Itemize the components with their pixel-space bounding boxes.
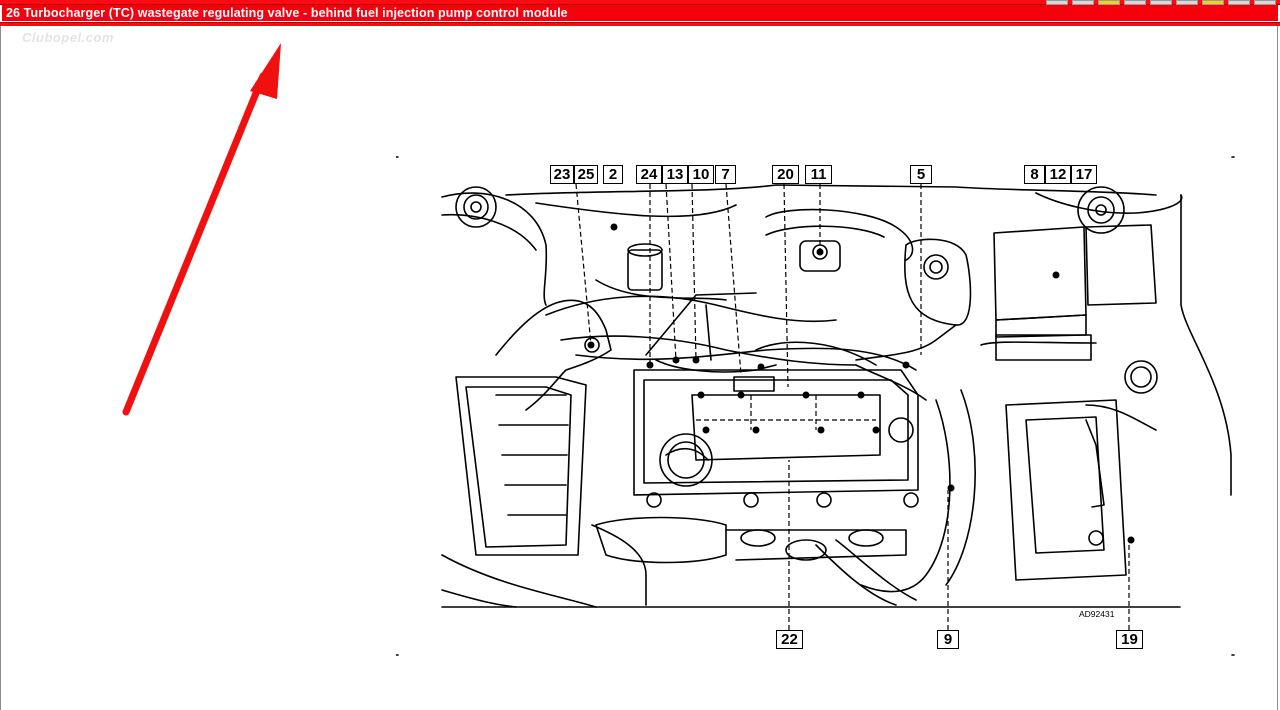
toolbar-button-5[interactable] xyxy=(1150,0,1172,5)
callout-10: 10 xyxy=(688,165,714,184)
callout-9: 9 xyxy=(937,630,959,649)
callout-2: 2 xyxy=(603,165,623,184)
toolbar-button-9[interactable] xyxy=(1254,0,1276,5)
toolbar-button-1[interactable] xyxy=(1046,0,1068,5)
toolbar-button-7[interactable] xyxy=(1202,0,1224,5)
toolbar-button-8[interactable] xyxy=(1228,0,1250,5)
engine-bay-diagram: 23 25 2 24 13 10 7 20 11 5 8 12 17 22 9 … xyxy=(396,155,1236,660)
callout-11: 11 xyxy=(805,165,832,184)
toolbar-button-4[interactable] xyxy=(1124,0,1146,5)
content-frame xyxy=(0,26,1278,710)
callout-19: 19 xyxy=(1116,630,1143,649)
callout-13: 13 xyxy=(662,165,688,184)
callout-12: 12 xyxy=(1045,165,1071,184)
callout-23: 23 xyxy=(550,165,574,184)
title-bar-fill xyxy=(2,5,1278,21)
callout-20: 20 xyxy=(772,165,799,184)
callout-22: 22 xyxy=(776,630,803,649)
watermark-logo: Clubopel.com xyxy=(22,30,114,45)
toolbar-button-2[interactable] xyxy=(1072,0,1094,5)
toolbar-button-3[interactable] xyxy=(1098,0,1120,5)
callout-7: 7 xyxy=(715,165,736,184)
callout-25: 25 xyxy=(574,165,598,184)
callout-17: 17 xyxy=(1071,165,1097,184)
callout-24: 24 xyxy=(636,165,662,184)
toolbar-button-6[interactable] xyxy=(1176,0,1198,5)
callout-8: 8 xyxy=(1024,165,1045,184)
callout-5: 5 xyxy=(910,165,932,184)
diagram-code: AD92431 xyxy=(1079,609,1115,619)
page-title: 26 Turbocharger (TC) wastegate regulatin… xyxy=(6,6,568,20)
